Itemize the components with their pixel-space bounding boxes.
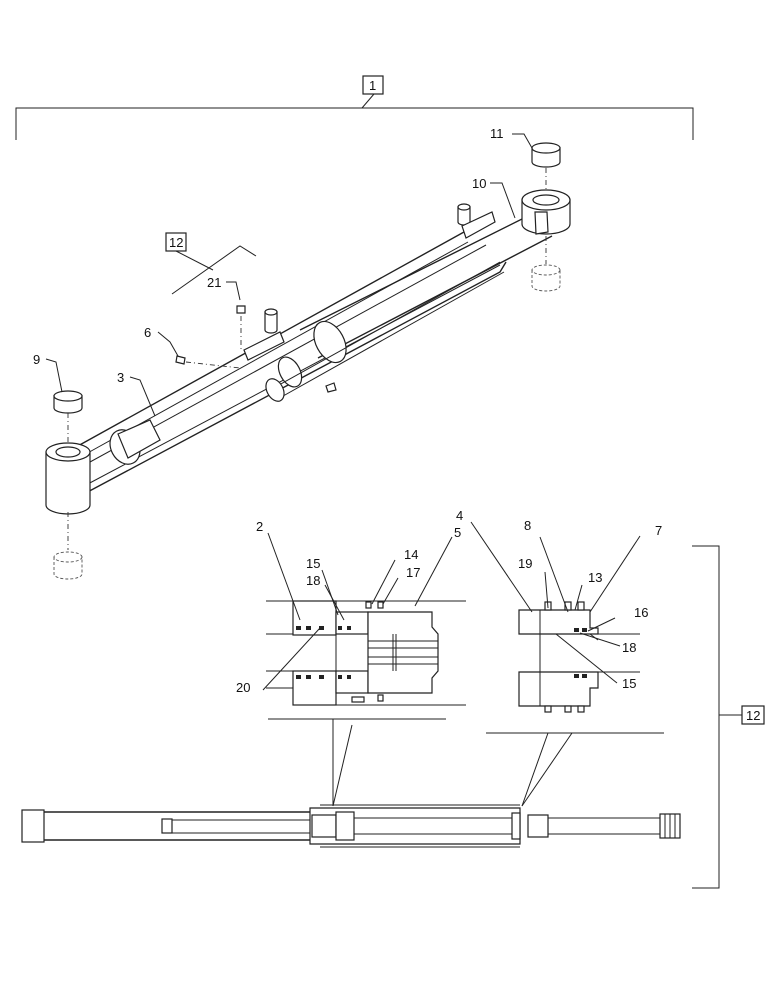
bushing-11 (531, 142, 561, 292)
callout-18-left[interactable]: 18 (306, 573, 320, 588)
callout-4[interactable]: 4 (456, 508, 463, 523)
assembly-bracket-1: 1 (15, 75, 694, 140)
callout-numbers: 11 10 21 6 9 3 2 4 5 8 7 14 15 17 18 19 … (33, 126, 662, 695)
callout-2[interactable]: 2 (256, 519, 263, 534)
seal-kit-bracket-12: 12 (692, 545, 765, 889)
callout-19[interactable]: 19 (518, 556, 532, 571)
fitting-21 (236, 305, 246, 350)
callout-21[interactable]: 21 (207, 275, 221, 290)
callout-16[interactable]: 16 (634, 605, 648, 620)
callout-14[interactable]: 14 (404, 547, 418, 562)
section-detail-left (262, 532, 466, 706)
callout-12-side[interactable]: 12 (746, 708, 760, 723)
callout-12-top[interactable]: 12 (169, 235, 183, 250)
callout-13[interactable]: 13 (588, 570, 602, 585)
callout-18-right[interactable]: 18 (622, 640, 636, 655)
callout-17[interactable]: 17 (406, 565, 420, 580)
section-detail-right (470, 521, 641, 713)
callout-15-right[interactable]: 15 (622, 676, 636, 691)
upper-leaders (45, 133, 533, 417)
callout-10[interactable]: 10 (472, 176, 486, 191)
callout-11[interactable]: 11 (490, 126, 504, 141)
callout-15-left[interactable]: 15 (306, 556, 320, 571)
callout-3[interactable]: 3 (117, 370, 124, 385)
cylinder-full-length-view (21, 718, 681, 848)
callout-1[interactable]: 1 (369, 78, 376, 93)
seal-kit-group-12-top: 12 (165, 232, 257, 295)
callout-20[interactable]: 20 (236, 680, 250, 695)
callout-7[interactable]: 7 (655, 523, 662, 538)
bushing-9 (53, 390, 83, 580)
callout-6[interactable]: 6 (144, 325, 151, 340)
cylinder-iso-view (45, 189, 571, 515)
fitting-6 (175, 355, 241, 369)
callout-5[interactable]: 5 (454, 525, 461, 540)
callout-8[interactable]: 8 (524, 518, 531, 533)
callout-9[interactable]: 9 (33, 352, 40, 367)
